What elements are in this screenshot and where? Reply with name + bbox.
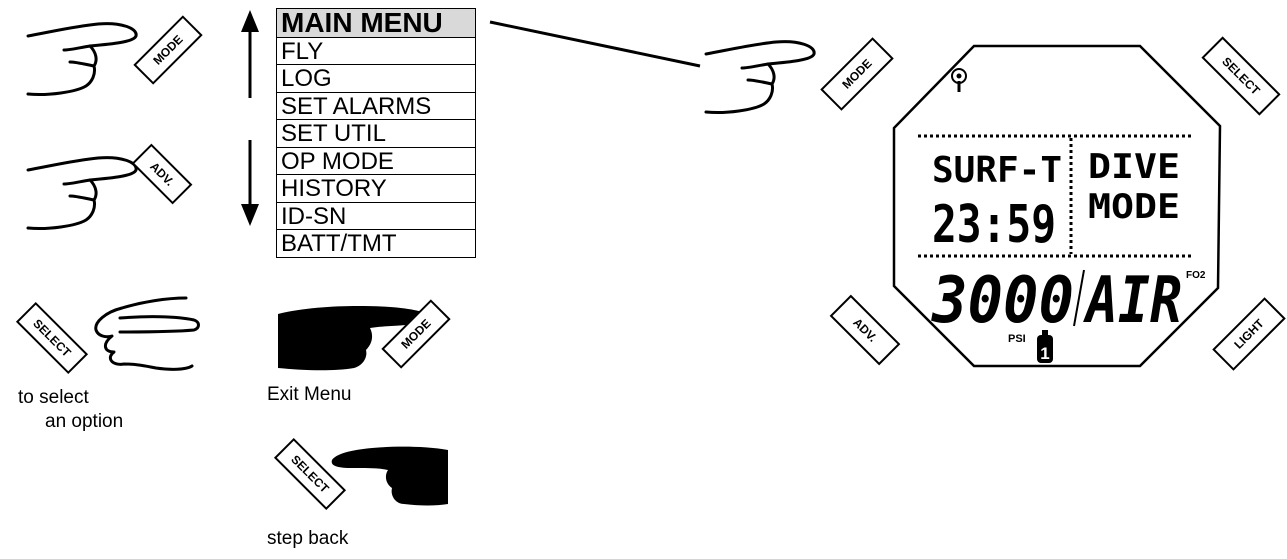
fo2-label: FO2 [1186, 270, 1206, 281]
tank-icon: 1 [1037, 330, 1053, 363]
select-caption-line2: an option [45, 411, 124, 432]
stepback-hand-icon [331, 446, 448, 506]
mode-button-icon[interactable]: MODE [133, 15, 203, 85]
watch-mode-hand-icon [704, 40, 816, 115]
stepback-select-button-icon[interactable]: SELECT [273, 437, 347, 511]
menu-title: MAIN MENU [277, 9, 475, 37]
menu-item-op-mode[interactable]: OP MODE [277, 146, 475, 175]
select-button-icon[interactable]: SELECT [15, 301, 89, 375]
dive-mode-line1: DIVE [1088, 147, 1180, 187]
step-back-caption: step back [267, 528, 349, 549]
down-arrow-icon [241, 140, 259, 226]
watch-display: SURF-T 23:59 DIVE MODE 3000 AIR FO2 PSI … [892, 44, 1222, 368]
select-caption: to select an option [18, 386, 123, 434]
adv-button-icon[interactable]: ADV. [131, 143, 193, 205]
menu-item-history[interactable]: HISTORY [277, 174, 475, 202]
menu-item-log[interactable]: LOG [277, 64, 475, 92]
up-arrow-icon [241, 10, 259, 98]
exit-menu-caption: Exit Menu [267, 384, 352, 405]
transmitter-icon [951, 68, 967, 92]
tank-number: 1 [1040, 344, 1049, 363]
menu-item-batt-tmt[interactable]: BATT/TMT [277, 229, 475, 257]
adv-hand-icon [26, 156, 138, 231]
gas-mix-value: AIR [1083, 264, 1182, 338]
watch-mode-button-icon[interactable]: MODE [820, 37, 894, 111]
psi-label: PSI [1008, 333, 1026, 345]
menu-item-fly[interactable]: FLY [277, 36, 475, 65]
main-menu-list: MAIN MENU FLY LOG SET ALARMS SET UTIL OP… [276, 8, 476, 258]
menu-item-set-util[interactable]: SET UTIL [277, 119, 475, 147]
surf-time-label: SURF-T [932, 150, 1062, 191]
menu-item-id-sn[interactable]: ID-SN [277, 201, 475, 230]
watch-adv-button-icon[interactable]: ADV. [829, 294, 901, 366]
select-caption-line1: to select [18, 387, 89, 408]
menu-connector-line [489, 20, 701, 68]
surf-time-value: 23:59 [932, 195, 1056, 255]
mode-hand-icon [26, 22, 138, 97]
menu-item-set-alarms[interactable]: SET ALARMS [277, 91, 475, 120]
tank-pressure-value: 3000 [931, 264, 1074, 338]
select-hand-icon [94, 296, 200, 371]
watch-select-button-icon[interactable]: SELECT [1201, 36, 1281, 116]
dive-mode-line2: MODE [1088, 187, 1180, 227]
watch-light-button-icon[interactable]: LIGHT [1212, 297, 1286, 371]
